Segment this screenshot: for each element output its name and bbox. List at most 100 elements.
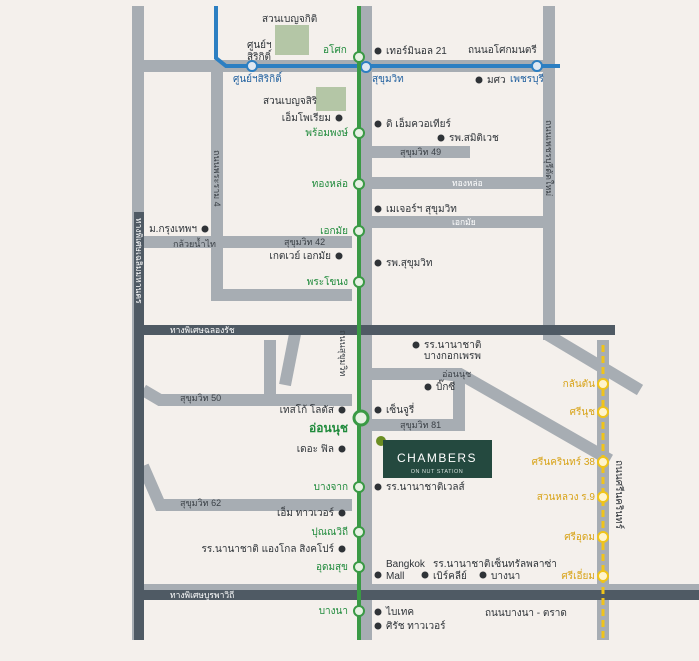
- poi-bangkok-prep-dot: [412, 341, 420, 349]
- poi-central-bangna-2: บางนา: [491, 571, 520, 582]
- station-suan-luang-rama9: [597, 491, 609, 503]
- yellow-line: [597, 345, 609, 640]
- poi-samitivej-dot: [437, 134, 445, 142]
- label-qsncc-top-2: สิริกิติ์: [247, 49, 273, 63]
- label-on-nut: อ่อนนุช: [309, 421, 348, 436]
- road-soi-50: [139, 384, 352, 406]
- label-si-nut: ศรีนุช: [570, 406, 596, 418]
- project-marker: CHAMBERS ON NUT STATION: [376, 436, 492, 478]
- station-ekkamai: [353, 225, 365, 237]
- poi-bitec: ไบเทค: [385, 606, 414, 618]
- label-phetchaburi: เพชรบุรี: [510, 73, 545, 85]
- yellow-station-labels: กลันตัน ศรีนุช ศรีนครินทร์ 38 สวนหลวง ร.…: [532, 379, 596, 582]
- label-soi-50: สุขุมวิท 50: [180, 393, 221, 404]
- label-soi-81: สุขุมวิท 81: [400, 420, 441, 431]
- park-label-benjakitti: สวนเบญจกิติ: [262, 14, 317, 25]
- label-sukhumvit: สุขุมวิท: [372, 74, 404, 85]
- label-phetchaburi-new: ถนนเพชรบุรีตัดใหม่: [543, 120, 554, 196]
- poi-wells-dot: [374, 483, 382, 491]
- label-rama4: ถนนพระราม 4: [212, 150, 222, 207]
- label-kalantan: กลันตัน: [563, 379, 596, 390]
- station-asok: [353, 51, 365, 63]
- poi-bigc: บิ๊กซี: [436, 379, 455, 393]
- label-phrom-phong: พร้อมพงษ์: [305, 127, 348, 139]
- project-name: CHAMBERS: [397, 451, 477, 465]
- poi-century-dot: [374, 406, 382, 414]
- poi-berkeley-dot: [421, 571, 429, 579]
- poi-emquartier-dot: [374, 120, 382, 128]
- poi-gateway-dot: [335, 252, 343, 260]
- label-thonglor-road: ทองหล่อ: [452, 178, 483, 188]
- station-phetchaburi-blue: [531, 60, 543, 72]
- poi-m-tower: เอ็ม ทาวเวอร์: [277, 505, 335, 519]
- label-ekkamai-road: เอกมัย: [452, 217, 476, 227]
- poi-emporium-dot: [335, 114, 343, 122]
- label-sukhumvit-road: ถนนสุขุมวิท: [337, 330, 348, 376]
- poi-central-bangna-1: เซ็นทรัลพลาซ่า: [491, 556, 557, 570]
- poi-bangkok-prep-1: รร.นานาชาติ: [424, 340, 481, 351]
- poi-anglo-singapore-dot: [338, 545, 346, 553]
- poi-bangkok-mall-1: Bangkok: [386, 559, 426, 570]
- label-punnawithi: ปุณณวิถี: [311, 526, 348, 538]
- label-bangna-trad: ถนนบางนา - ตราด: [485, 608, 567, 619]
- poi-bitec-dot: [374, 608, 382, 616]
- poi-major: เมเจอร์ฯ สุขุมวิท: [386, 203, 457, 215]
- poi-the-phil: เดอะ ฟิล: [297, 444, 334, 455]
- poi-century: เซ็นจูรี่: [386, 402, 415, 416]
- poi-mahidol-dot: [475, 76, 483, 84]
- label-soi-42: สุขุมวิท 42: [284, 237, 325, 248]
- poi-thirathai: ศิรัช ทาวเวอร์: [386, 620, 446, 632]
- label-asok: อโศก: [323, 43, 347, 56]
- project-logo-box: [383, 440, 492, 478]
- label-udom-suk: อุดมสุข: [316, 562, 348, 573]
- poi-m-tower-dot: [338, 509, 346, 517]
- label-si-udom: ศรีอุดม: [564, 531, 595, 543]
- label-soi-49: สุขุมวิท 49: [400, 147, 441, 158]
- label-kluay-nam-thai: กล้วยน้ำไท: [173, 237, 216, 249]
- poi-wells: รร.นานาชาติเวลส์: [386, 481, 465, 493]
- poi-anglo-singapore: รร.นานาชาติ แองโกล สิงคโปร์: [201, 542, 334, 555]
- poi-terminal21: เทอร์มินอล 21: [386, 45, 447, 57]
- poi-bangkok-univ: ม.กรุงเทพฯ: [149, 224, 197, 235]
- station-bang-chak: [353, 481, 365, 493]
- poi-emporium: เอ็มโพเรียม: [282, 110, 331, 124]
- poi-bangkok-mall-2: Mall: [386, 571, 404, 582]
- road-inner-diagonal: [279, 332, 301, 387]
- label-qsncc-under: ศูนย์ฯสิริกิติ์: [233, 71, 283, 85]
- station-udom-suk: [353, 561, 365, 573]
- label-chalerm-mahanakhon: ทางพิเศษเฉลิมมหานคร: [134, 218, 144, 304]
- poi-tesco: เทสโก้ โลตัส: [280, 403, 334, 416]
- station-srinagarindra-38: [597, 456, 609, 468]
- label-on-nut-road: อ่อนนุช: [442, 369, 471, 380]
- poi-samitivej: รพ.สมิติเวช: [449, 133, 499, 144]
- poi-sukhumvit-hospital: รพ.สุขุมวิท: [386, 258, 432, 269]
- poi-tesco-dot: [338, 406, 346, 414]
- label-asok-montri: ถนนอโศกมนตรี: [468, 43, 537, 56]
- label-soi-62: สุขุมวิท 62: [180, 498, 221, 509]
- label-srinagarindra-38: ศรีนครินทร์ 38: [532, 456, 596, 468]
- project-subtitle: ON NUT STATION: [411, 469, 464, 475]
- station-bang-na: [353, 605, 365, 617]
- blue-station-labels: ศูนย์ฯสิริกิติ์ สุขุมวิท เพชรบุรี ศูนย์ฯ…: [233, 39, 545, 85]
- park-label-benjasiri: สวนเบญจสิริ: [263, 96, 318, 107]
- poi-emquartier: ดิ เอ็มควอเทียร์: [386, 116, 451, 130]
- road-asok-upper: [211, 66, 352, 301]
- poi-bangkok-univ-dot: [201, 225, 209, 233]
- poi-the-phil-dot: [338, 445, 346, 453]
- station-si-iam: [597, 570, 609, 582]
- station-phra-khanong: [353, 276, 365, 288]
- station-si-udom: [597, 531, 609, 543]
- poi-major-dot: [374, 205, 382, 213]
- station-thong-lo: [353, 178, 365, 190]
- label-burapha-withi: ทางพิเศษบูรพาวิถี: [170, 590, 234, 601]
- label-chalong-rat: ทางพิเศษฉลองรัช: [170, 325, 235, 335]
- label-srinakarin: ถนนศรีนครินทร์: [613, 460, 625, 530]
- poi-berkeley-2: เบิร์คลีย์: [433, 570, 467, 582]
- park-benjasiri: [316, 87, 346, 111]
- label-phra-khanong: พระโขนง: [307, 275, 348, 288]
- station-on-nut: [352, 409, 370, 427]
- poi-terminal21-dot: [374, 47, 382, 55]
- station-qsncc-blue: [246, 60, 258, 72]
- poi-berkeley-1: รร.นานาชาติ: [433, 559, 490, 570]
